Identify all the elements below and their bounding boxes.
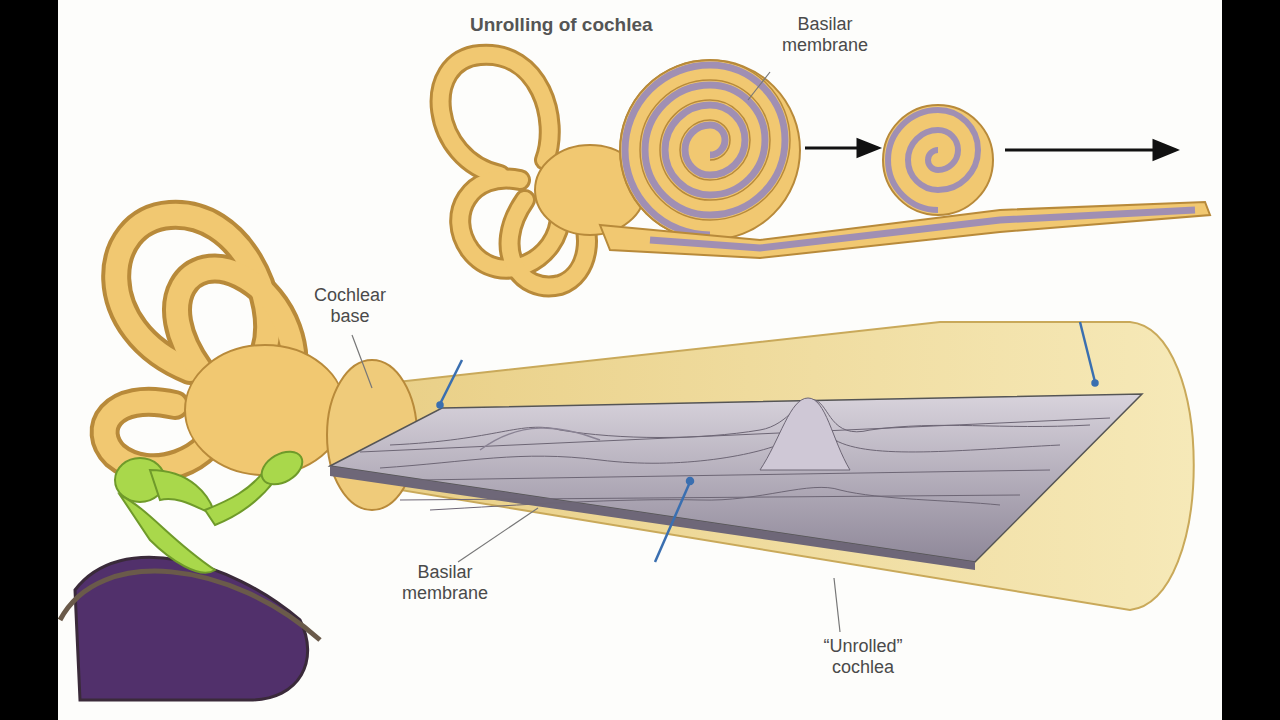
part-label: Cochlear base (300, 285, 400, 326)
part-label: “Unrolled” cochlea (808, 636, 918, 677)
inset-title: Unrolling of cochlea (470, 14, 653, 36)
part-label: Basilar membrane (770, 14, 880, 55)
part-label: Basilar membrane (395, 562, 495, 603)
